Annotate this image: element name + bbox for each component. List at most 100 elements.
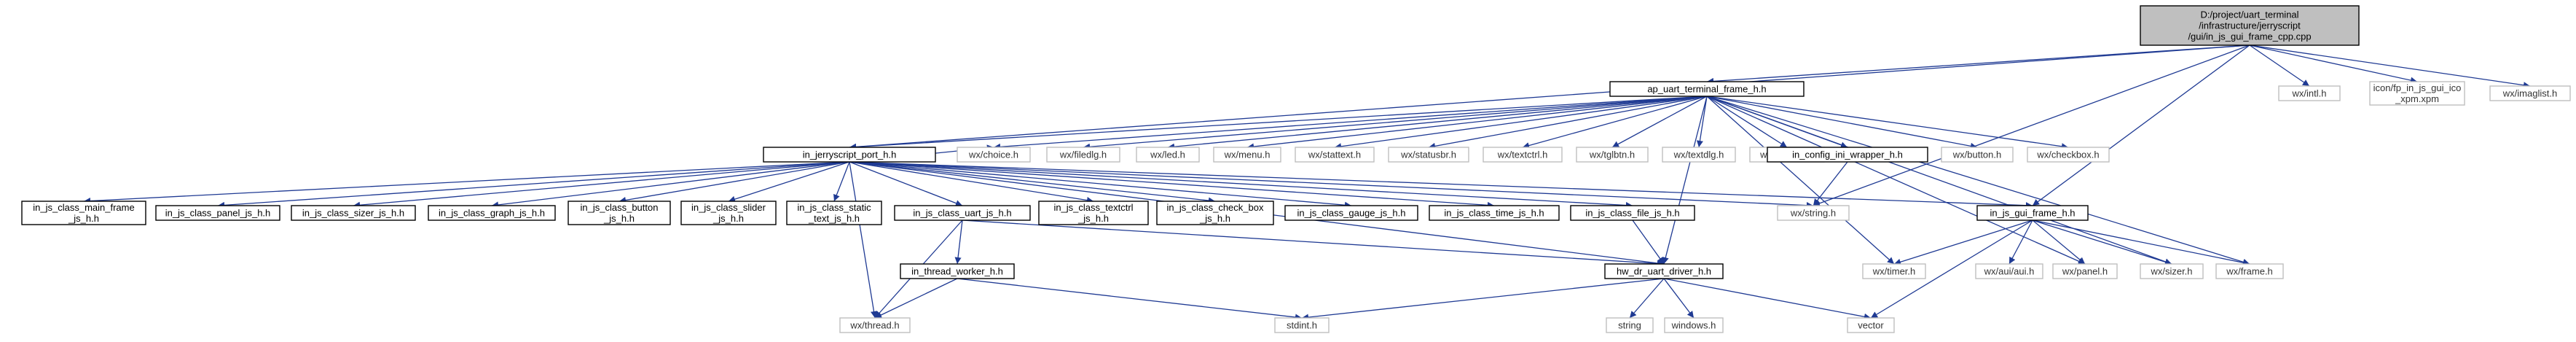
edge-ap-uart-to-wx-frame [1706,96,2250,265]
node-ap-uart[interactable]: ap_uart_terminal_frame_h.h [1609,81,1805,97]
dependency-edge [2249,44,2531,89]
edge-ap-uart-to-wx-tglbtn [1611,96,1708,148]
edge-ap-uart-to-hw-dr [1662,96,1708,265]
node-in-config[interactable]: in_config_ini_wrapper_h.h [1767,147,1928,163]
dependency-edge [1706,96,2172,265]
node-wx-panel: wx/panel.h [2052,263,2118,279]
node-wx-textdlg: wx/textdlg.h [1662,147,1736,163]
node-label: in_js_class_main_frame [33,202,134,213]
node-label: in_js_gui_frame_h.h [1990,208,2075,219]
dependency-edge [1813,161,1848,206]
node-label: stdint.h [1287,320,1317,331]
node-label: _js_h.h [1077,213,1109,224]
node-box [1295,147,1375,163]
node-c-main-frame[interactable]: in_js_class_main_frame_js_h.h [21,201,146,225]
node-label: _js_h.h [712,213,744,224]
edge-gui-frame-to-wx-sizer [2032,219,2172,265]
edge-in-jerryscript-to-c-main-frame [83,161,850,205]
node-box [1604,263,1724,279]
dependency-edge [849,161,1352,209]
node-label: /infrastructure/jerryscript [2199,20,2301,31]
node-wx-stattext: wx/stattext.h [1295,147,1375,163]
dependency-edge [2249,44,2310,87]
node-windows: windows.h [1664,317,1724,333]
node-label: in_js_class_time_js_h.h [1444,208,1544,219]
node-label: wx/filedlg.h [1059,149,1107,160]
node-box [1767,147,1928,163]
node-gui-frame[interactable]: in_js_gui_frame_h.h [1976,205,2089,221]
node-box [1274,317,1330,333]
node-box [428,205,556,221]
node-label: in_thread_worker_h.h [911,266,1003,277]
edge-root-to-gui-frame [2032,44,2250,206]
node-box [957,147,1031,163]
edge-ap-uart-to-wx-sizer [1706,96,2172,265]
node-box [2215,263,2284,279]
node-box [1038,201,1149,225]
node-c-file[interactable]: in_js_class_file_js_h.h [1570,205,1695,221]
node-wx-imaglist: wx/imaglist.h [2489,85,2571,101]
dependency-edge [1632,219,1665,265]
node-box [1777,205,1850,221]
node-c-slider[interactable]: in_js_class_slider_js_h.h [680,201,777,225]
node-wx-aui: wx/aui/aui.h [1975,263,2043,279]
node-wx-thread: wx/thread.h [839,317,911,333]
node-wx-menu: wx/menu.h [1213,147,1281,163]
node-label: wx/panel.h [2062,266,2108,277]
node-box [839,317,911,333]
dependency-edge [849,161,1814,209]
dependency-edge [833,161,850,202]
dependency-edge [1706,96,2069,150]
dependency-edge [619,161,850,203]
node-c-graph[interactable]: in_js_class_graph_js_h.h [428,205,556,221]
dependency-edge [849,161,878,319]
node-box [1156,201,1274,225]
edge-ap-uart-to-wx-menu [1246,96,1708,150]
node-box [763,147,936,163]
node-label: _text_js_h.h [808,213,860,224]
dependency-edge [874,278,958,319]
dependency-edge [849,161,963,206]
dependency-edge [2008,219,2033,265]
node-c-button[interactable]: in_js_class_button_js_h.h [568,201,671,225]
dependency-edge [2032,219,2086,265]
node-box [1976,205,2089,221]
node-c-check[interactable]: in_js_class_check_box_js_h.h [1156,201,1274,225]
node-label: /gui/in_js_gui_frame_cpp.cpp [2188,31,2311,42]
edge-in-config-to-wx-string [1813,161,1848,206]
edge-in-jerryscript-to-c-check [849,161,1216,204]
node-c-uart[interactable]: in_js_class_uart_js_h.h [894,205,1031,221]
node-c-panel[interactable]: in_js_class_panel_js_h.h [155,205,280,221]
node-wx-statusbr: wx/statusbr.h [1388,147,1469,163]
node-c-textctrl[interactable]: in_js_class_textctrl_js_h.h [1038,201,1149,225]
node-root[interactable]: D:/project/uart_terminal/infrastructure/… [2140,5,2360,46]
node-box [2052,263,2118,279]
node-c-gauge[interactable]: in_js_class_gauge_js_h.h [1284,205,1418,221]
node-label: in_js_class_slider [691,202,766,213]
node-box [2278,85,2341,101]
node-label: in_config_ini_wrapper_h.h [1792,149,1903,160]
dependency-edge [2032,219,2250,266]
node-box [1284,205,1418,221]
node-label: wx/button.h [1952,149,2002,160]
dependency-edge [849,96,1708,151]
node-wx-sizer: wx/sizer.h [2140,263,2204,279]
node-box [1388,147,1469,163]
dependency-edge [1663,278,1695,319]
dependency-edge [1706,96,1895,265]
node-box [1213,147,1281,163]
node-label: wx/led.h [1150,149,1185,160]
node-wx-textctrl: wx/textctrl.h [1483,147,1563,163]
node-c-time[interactable]: in_js_class_time_js_h.h [1429,205,1560,221]
node-c-sizer[interactable]: in_js_class_sizer_js_h.h [291,205,416,221]
node-box [1576,147,1649,163]
node-hw-dr[interactable]: hw_dr_uart_driver_h.h [1604,263,1724,279]
node-box [1429,205,1560,221]
node-thread-worker[interactable]: in_thread_worker_h.h [900,263,1015,279]
dependency-edge [849,161,1495,209]
node-in-jerryscript[interactable]: in_jerryscript_port_h.h [763,147,936,163]
node-c-static[interactable]: in_js_class_static_text_js_h.h [786,201,882,225]
node-label: wx/aui/aui.h [1984,266,2035,277]
dependency-edge [2032,219,2172,265]
edge-in-jerryscript-to-wx-string [849,161,1814,209]
